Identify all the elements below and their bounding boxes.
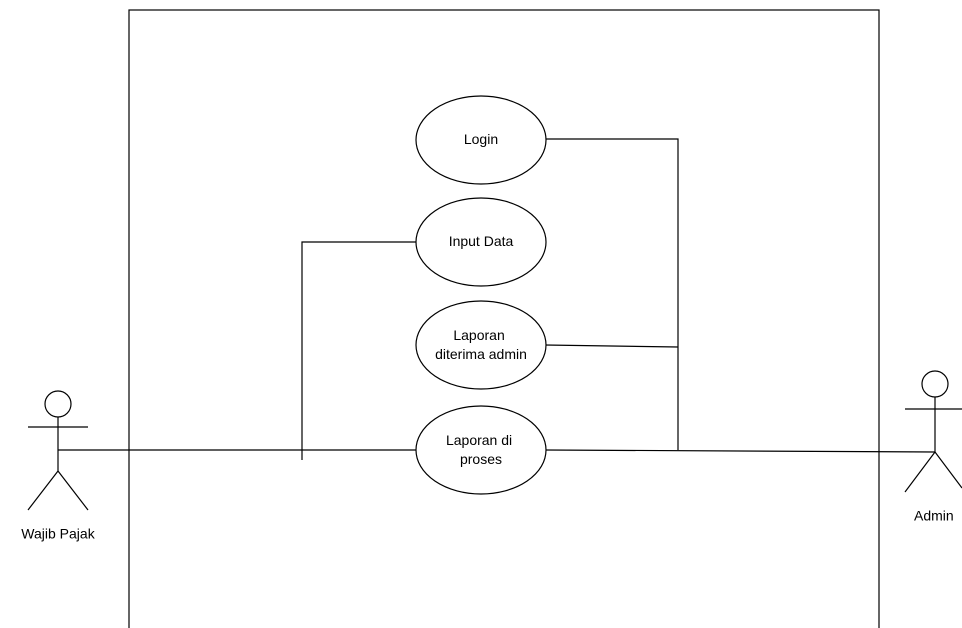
svg-text:Input Data: Input Data: [449, 233, 514, 249]
use-case-input-data: Input Data: [415, 197, 547, 287]
use-case-input-data-ellipse: [415, 197, 547, 287]
use-case-laporan-di-proses-ellipse: [415, 405, 547, 495]
connector-admin-laporan-diproses: [544, 449, 936, 453]
connector-admin-login: [545, 138, 679, 450]
use-case-input-data-label: Input Data: [449, 233, 514, 249]
use-case-login: Login: [415, 95, 547, 185]
use-case-laporan-di-proses: Laporan di proses: [415, 405, 547, 495]
actor-admin-left-leg: [904, 451, 936, 493]
actor-wajib-pajak: [27, 390, 89, 511]
svg-text:Laporan diterima admin: Laporan diterima admin: [435, 327, 527, 362]
svg-text:Login: Login: [464, 131, 498, 147]
use-case-login-label: Login: [464, 131, 498, 147]
use-case-laporan-diterima-admin-ellipse: [415, 300, 547, 390]
use-case-laporan-diterima-admin: Laporan diterima admin: [415, 300, 547, 390]
actor-admin-label: Admin: [914, 508, 954, 524]
actor-wajib-pajak-right-leg: [57, 470, 89, 511]
actor-admin: [904, 370, 962, 493]
connector-admin-laporan-diterima: [544, 344, 679, 348]
use-case-login-ellipse: [415, 95, 547, 185]
connectors: [58, 138, 936, 460]
use-case-laporan-diterima-admin-label-line-2: diterima admin: [435, 346, 527, 362]
use-case-laporan-diterima-admin-label-line-1: Laporan: [453, 327, 504, 343]
actor-admin-head: [921, 370, 949, 398]
actor-wajib-pajak-label: Wajib Pajak: [21, 526, 95, 542]
actor-wajib-pajak-head: [44, 390, 72, 418]
svg-text:Laporan di proses: Laporan di proses: [446, 432, 516, 467]
connector-wajibpajak-input-data: [301, 241, 416, 460]
actor-wajib-pajak-left-leg: [27, 470, 59, 511]
use-case-laporan-di-proses-label-line-1: Laporan di: [446, 432, 512, 448]
actor-admin-right-leg: [934, 451, 962, 489]
use-case-laporan-di-proses-label-line-2: proses: [460, 451, 502, 467]
